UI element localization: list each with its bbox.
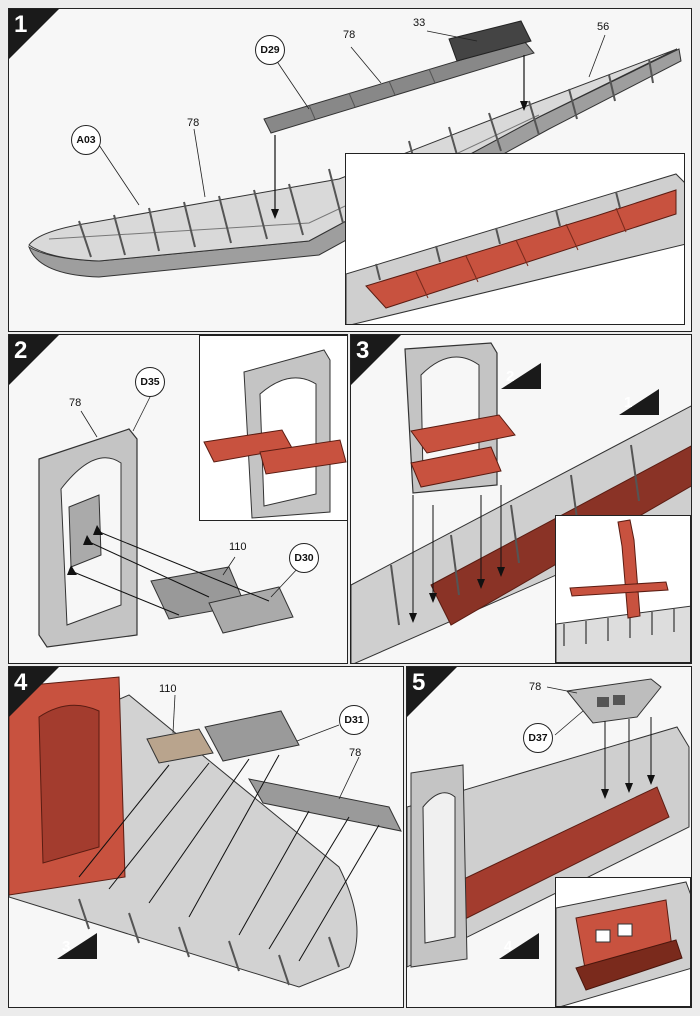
step-3-panel: 3 2 1 [350,334,692,664]
part-a03-callout: A03 [71,125,101,155]
step-2-inset [199,335,347,521]
step-4-panel: 4 110 D31 78 3 [8,666,404,1008]
part-d29-callout: D29 [255,35,285,65]
step-2-number: 2 [9,335,59,385]
part-56-label: 56 [597,21,610,33]
step-2-inset-illustration [203,349,347,519]
step-ref-3-marker: 3 [57,933,97,959]
step-ref-4-marker: 4 [499,933,539,959]
part-78-label: 78 [349,747,362,759]
part-78-label: 78 [69,397,82,409]
step-1-number: 1 [9,9,59,59]
step-ref-1-marker: 1 [619,389,659,415]
step-1-inset [345,153,685,325]
part-d31-callout: D31 [339,705,369,735]
step-5-inset-illustration [556,881,690,1006]
part-78-label: 78 [343,29,356,41]
step-2-illustration [38,390,300,648]
step-4-illustration [9,676,402,988]
step-3-inset-illustration [556,519,690,662]
part-d30-callout: D30 [289,543,319,573]
step-3-inset [555,515,691,663]
step-5-illustration [407,678,690,968]
step-3-number: 3 [351,335,401,385]
part-78-label: 78 [187,117,200,129]
step-4-number: 4 [9,667,59,717]
step-5-inset [555,877,691,1007]
part-110-label: 110 [159,683,177,695]
part-33-label: 33 [413,17,426,29]
step-ref-2-marker: 2 [501,363,541,389]
part-110-label: 110 [229,541,247,553]
part-d37-callout: D37 [523,723,553,753]
part-d35-callout: D35 [135,367,165,397]
step-5-panel: 5 78 D37 4 [406,666,692,1008]
step-1-inset-illustration [346,173,684,324]
step-1-panel: 1 A03 78 D29 78 33 56 [8,8,692,332]
part-78-label: 78 [529,681,542,693]
step-5-number: 5 [407,667,457,717]
step-2-panel: 2 D35 78 110 D30 [8,334,348,664]
